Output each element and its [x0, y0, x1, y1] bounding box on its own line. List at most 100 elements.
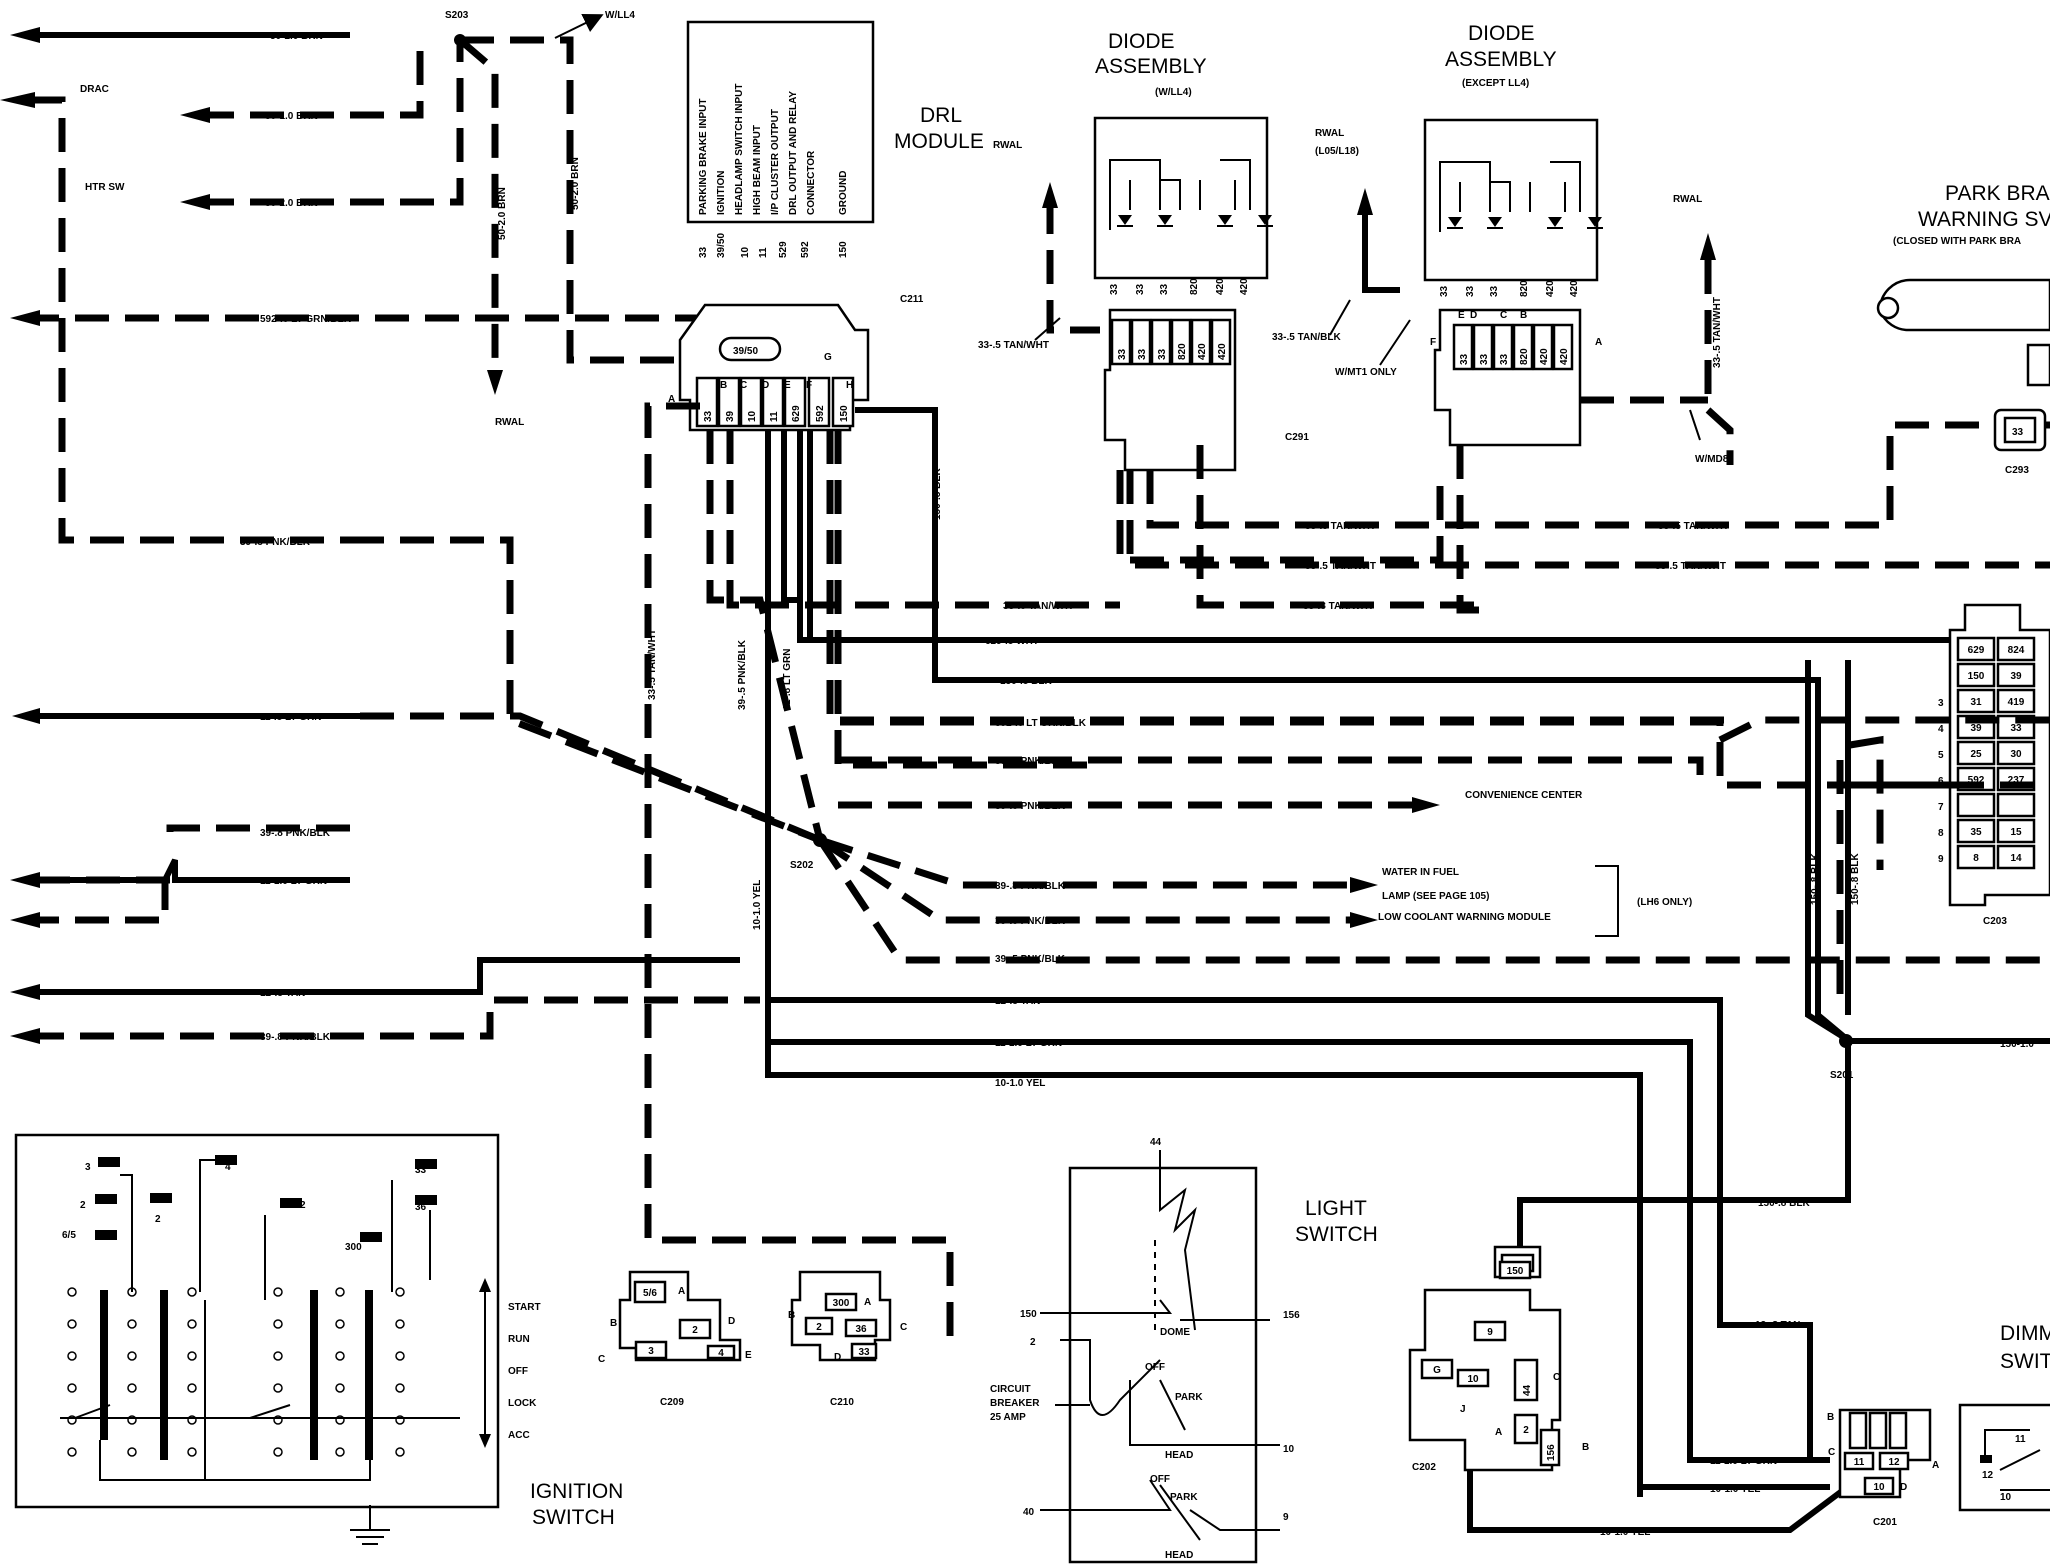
ign-term-4: 4: [225, 1162, 231, 1173]
c203-cell-0-0: [1956, 636, 1996, 662]
wire-label-tan33-r5: 33-.8 TAN/WHT: [1003, 601, 1074, 612]
water-fuel-label: WATER IN FUEL: [1382, 867, 1459, 878]
c202-cell-2-text: 10: [1467, 1374, 1479, 1385]
c291a-cell-0: [1110, 318, 1132, 366]
light-label-5: PARK: [1170, 1492, 1198, 1503]
c203-cell-1-0: [1956, 662, 1996, 688]
wire-label-l05: (L05/L18): [1315, 146, 1359, 157]
diode-pin-1: 33: [1135, 283, 1146, 295]
ign-contact-0: [100, 1290, 108, 1440]
svg-text:39/50: 39/50: [716, 233, 727, 258]
c211-cell-2-text: 10: [747, 410, 758, 422]
c291a-cell-4: [1190, 318, 1212, 366]
wire-label-tan33-r6: 33-.8 TAN/WHT: [1303, 601, 1374, 612]
c203-cell-2-0: [1956, 688, 1996, 714]
c211-cell-2: [739, 376, 763, 428]
convenience-label: CONVENIENCE CENTER: [1465, 790, 1583, 801]
c201-slot-2: [1888, 1411, 1908, 1450]
light-term-1: 150: [1020, 1309, 1037, 1320]
c211-cell-5-text: 592: [815, 405, 826, 422]
wire-label-tan33-v2: 33-.5 TAN/WHT: [1712, 297, 1723, 368]
dimmer-term-1: 12: [1982, 1470, 1994, 1481]
c209-letter-D: D: [728, 1316, 735, 1327]
svg-text:DRL: DRL: [920, 104, 962, 127]
c202-cell-3: [1513, 1358, 1539, 1402]
diode1-marks: [1117, 215, 1273, 227]
c203-cell-3-0-text: 39: [1970, 723, 1982, 734]
svg-text:RWAL: RWAL: [993, 140, 1022, 151]
c210-cell-2-text: 36: [855, 1324, 867, 1335]
c201-cell-0-text: 11: [1854, 1457, 1865, 1468]
c291a-cell-5: [1210, 318, 1232, 366]
c291b-letter-B: B: [1520, 310, 1527, 321]
c210-letter-A: A: [864, 1297, 871, 1308]
c203-cell-5-0-text: 592: [1968, 775, 1985, 786]
pin-legend-numbers: 33 39/50 10 11 529 592 150: [698, 233, 849, 258]
c203-cell-6-0: [1956, 792, 1996, 818]
wire-label-pnk39-left: 39-.8 PNK/BLK: [260, 828, 331, 839]
ign-bar-3: [150, 1193, 172, 1203]
svg-text:GROUND: GROUND: [838, 171, 849, 215]
svg-text:HEADLAMP SWITCH INPUT: HEADLAMP SWITCH INPUT: [734, 84, 745, 215]
diode-mark: [1158, 215, 1172, 225]
c201-letter-D: D: [1900, 1482, 1907, 1493]
wire-label-ltgrn11c: 11-1.0 LT GRN: [1710, 1456, 1777, 1467]
light-label-1: OFF: [1145, 1362, 1165, 1373]
c291b-letter-A: A: [1595, 337, 1602, 348]
c291b-cell-1: [1472, 323, 1494, 371]
svg-text:HIGH BEAM INPUT: HIGH BEAM INPUT: [752, 125, 763, 215]
c211-cell-6-text: 150: [839, 405, 850, 422]
c291b-cell-1-text: 33: [1479, 353, 1490, 365]
ign-term-3: 2: [155, 1214, 161, 1225]
svg-text:11: 11: [758, 247, 769, 258]
splice-label-s202: S202: [790, 860, 814, 871]
ign-position-lock: LOCK: [508, 1398, 537, 1409]
c211-cell-1: [717, 376, 741, 428]
c203-cell-7-0: [1956, 818, 1996, 844]
ign-term-7: 33: [415, 1165, 427, 1176]
drl-tan-wires: 33-.5 TAN/WHT 33-.5 TAN/BLK W/MT1 ONLY R…: [978, 128, 1734, 465]
c203-cell-6-1: [1996, 792, 2036, 818]
c209-cell-3-text: 4: [718, 1348, 724, 1359]
diode-pin-0: 33: [1439, 285, 1450, 297]
wire-label-tan12c: 12-.8 TAN: [1755, 1320, 1800, 1331]
ign-bar-5: [280, 1198, 302, 1208]
c203-cell-2-1-text: 419: [2008, 697, 2025, 708]
svg-text:ASSEMBLY: ASSEMBLY: [1445, 48, 1557, 71]
c201-cell-2: [1863, 1476, 1895, 1496]
c202-cell-0: [1473, 1320, 1507, 1342]
c291b-cell-5-text: 420: [1559, 348, 1570, 365]
svg-text:(EXCEPT LL4): (EXCEPT LL4): [1462, 78, 1529, 89]
svg-text:PARK BRA: PARK BRA: [1945, 182, 2050, 205]
c202-cell-0-text: 9: [1487, 1327, 1493, 1338]
c291a-cell-1: [1130, 318, 1152, 366]
wire-label-brn-v1: 50-2.0 BRN: [497, 187, 508, 240]
wire-label-tan33-r4: 33-.5 TAN/WHT: [1655, 561, 1726, 572]
c291-label: C291: [1285, 432, 1309, 443]
c203-cell-1-1-text: 39: [2010, 671, 2022, 682]
svg-text:SWIT: SWIT: [2000, 1350, 2050, 1373]
diode-pin-4: 420: [1215, 278, 1226, 295]
svg-text:WARNING SV: WARNING SV: [1918, 208, 2050, 231]
c203-cell-7-1-text: 15: [2010, 827, 2022, 838]
svg-text:ASSEMBLY: ASSEMBLY: [1095, 55, 1207, 78]
c203-label: C203: [1983, 916, 2007, 927]
park-brake-switch: PARK BRA WARNING SV (CLOSED WITH PARK BR…: [1876, 182, 2050, 476]
c209-letter-A: A: [678, 1286, 685, 1297]
wire-label-yel10: 10-1.0 YEL: [995, 1078, 1045, 1089]
c203-cell-5-1-text: 237: [2008, 775, 2025, 786]
c211-badge: [718, 336, 782, 362]
c211-letter-B: B: [720, 380, 727, 391]
ign-bar-4: [215, 1155, 237, 1165]
c210-cell-1-text: 2: [816, 1322, 822, 1333]
wire-label-rwal-l05: RWAL: [1315, 128, 1344, 139]
c201-label: C201: [1873, 1517, 1897, 1528]
ign-bar-6: [360, 1232, 382, 1242]
ign-term-8: 36: [415, 1202, 427, 1213]
